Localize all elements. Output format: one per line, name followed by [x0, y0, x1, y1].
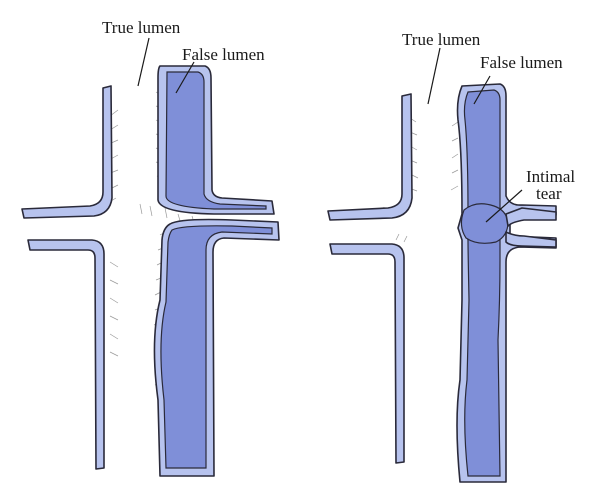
- right-true-lumen-label: True lumen: [402, 30, 481, 49]
- right-true-lumen-wall-lower: [329, 243, 405, 464]
- left-true-lumen-wall-upper: [21, 85, 113, 219]
- right-intimal-tear-label-line1: Intimal: [526, 167, 575, 186]
- left-false-lumen-leader: [175, 61, 195, 94]
- right-false-lumen-label: False lumen: [480, 53, 563, 72]
- right-panel: True lumen False lumen Intimal tear: [327, 30, 575, 483]
- right-intimal-tear-leader: [485, 189, 523, 223]
- left-false-lumen-lower: [160, 225, 273, 469]
- left-true-lumen-label: True lumen: [102, 18, 181, 37]
- right-true-lumen-leader: [427, 47, 441, 105]
- right-tear-flap: [505, 207, 557, 227]
- right-false-lumen-leader: [473, 75, 491, 105]
- right-intimal-tear-label-line2: tear: [536, 184, 562, 203]
- left-false-lumen-upper: [165, 71, 267, 210]
- left-true-lumen-leader: [137, 37, 150, 87]
- right-true-lumen-fibers: [381, 117, 459, 243]
- left-panel: True lumen False lumen: [21, 18, 280, 477]
- right-tear-flap-lower: [505, 231, 557, 248]
- right-false-lumen: [463, 89, 501, 477]
- right-intimal-tear: [460, 203, 509, 244]
- left-false-lumen-label: False lumen: [182, 45, 265, 64]
- right-true-lumen-wall-upper: [327, 93, 413, 221]
- left-true-lumen-wall-lower: [27, 239, 105, 470]
